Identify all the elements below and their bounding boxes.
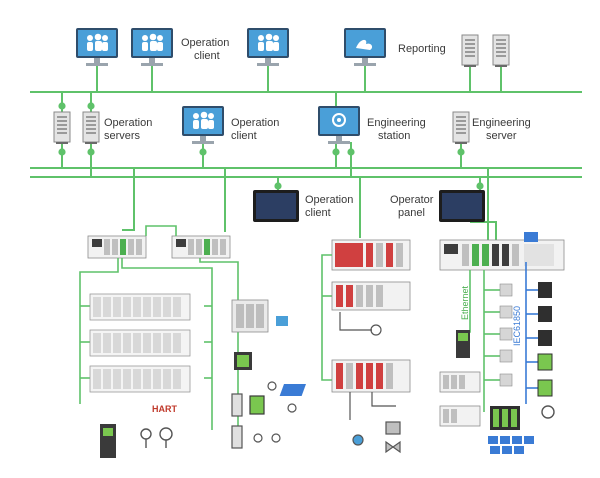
label-operation-client-top: Operation client	[181, 37, 232, 62]
label-engineering-station: Engineering station	[367, 117, 429, 142]
reporting-station	[344, 28, 386, 66]
control-valve-icon	[159, 427, 173, 448]
label-hart: HART	[152, 404, 177, 414]
label-iec61850: IEC61850	[512, 306, 522, 346]
ethernet-hmi	[456, 330, 470, 358]
label-reporting: Reporting	[398, 43, 446, 55]
operation-server-1	[53, 111, 71, 145]
hart-transmitter	[100, 424, 116, 458]
drive-rack-2	[439, 405, 481, 427]
reporting-server-2	[492, 34, 510, 68]
label-ethernet: Ethernet	[460, 285, 470, 320]
operation-client-top-3	[247, 28, 289, 66]
safety-io-links	[321, 254, 332, 381]
drive-rack	[439, 371, 481, 393]
ethernet-io-modules	[499, 283, 513, 387]
operation-client-top-2	[131, 28, 173, 66]
label-operation-client-mid: Operation client	[231, 117, 282, 142]
safety-io-module	[231, 299, 269, 333]
io-rack-1	[89, 293, 191, 321]
safety-io-rack-2	[331, 359, 411, 393]
solar-panel-icon	[279, 384, 306, 396]
motor-control-module	[490, 406, 520, 430]
io-rack-3	[89, 365, 191, 393]
safety-field-devices	[339, 312, 401, 454]
label-operation-client-panel: Operation client	[305, 194, 356, 219]
network-lines	[30, 66, 582, 240]
label-operator-panel: Operator panel	[390, 194, 436, 219]
hmi-small	[234, 352, 252, 370]
safety-controller	[331, 239, 411, 271]
gear-icon	[332, 113, 346, 127]
controller-left-1	[87, 235, 147, 259]
operator-panel	[439, 190, 485, 222]
field-network-badges	[488, 436, 534, 454]
controller-left-2	[171, 235, 231, 259]
left-io-links	[79, 225, 239, 432]
reporting-icon	[356, 39, 373, 50]
io-rack-2	[89, 329, 191, 357]
safety-io-rack-1	[331, 281, 411, 311]
iec-device-icon	[524, 232, 538, 242]
iec61850-relays	[537, 282, 553, 397]
motor-icon	[276, 316, 288, 326]
field-devices-left	[231, 381, 297, 449]
iec61850-links	[525, 262, 538, 404]
operation-client-mid	[182, 106, 224, 144]
operation-server-2	[82, 111, 100, 145]
reporting-server-1	[461, 34, 479, 68]
label-operation-servers: Operation servers	[104, 117, 155, 142]
field-transmitter-icon	[140, 428, 152, 448]
ct-sensor-icon	[541, 405, 555, 419]
engineering-station	[318, 106, 360, 144]
label-engineering-server: Engineering server	[472, 117, 534, 142]
operation-client-panel	[253, 190, 299, 222]
controller-right	[439, 239, 565, 271]
engineering-server	[452, 111, 470, 145]
operation-client-top-1	[76, 28, 118, 66]
